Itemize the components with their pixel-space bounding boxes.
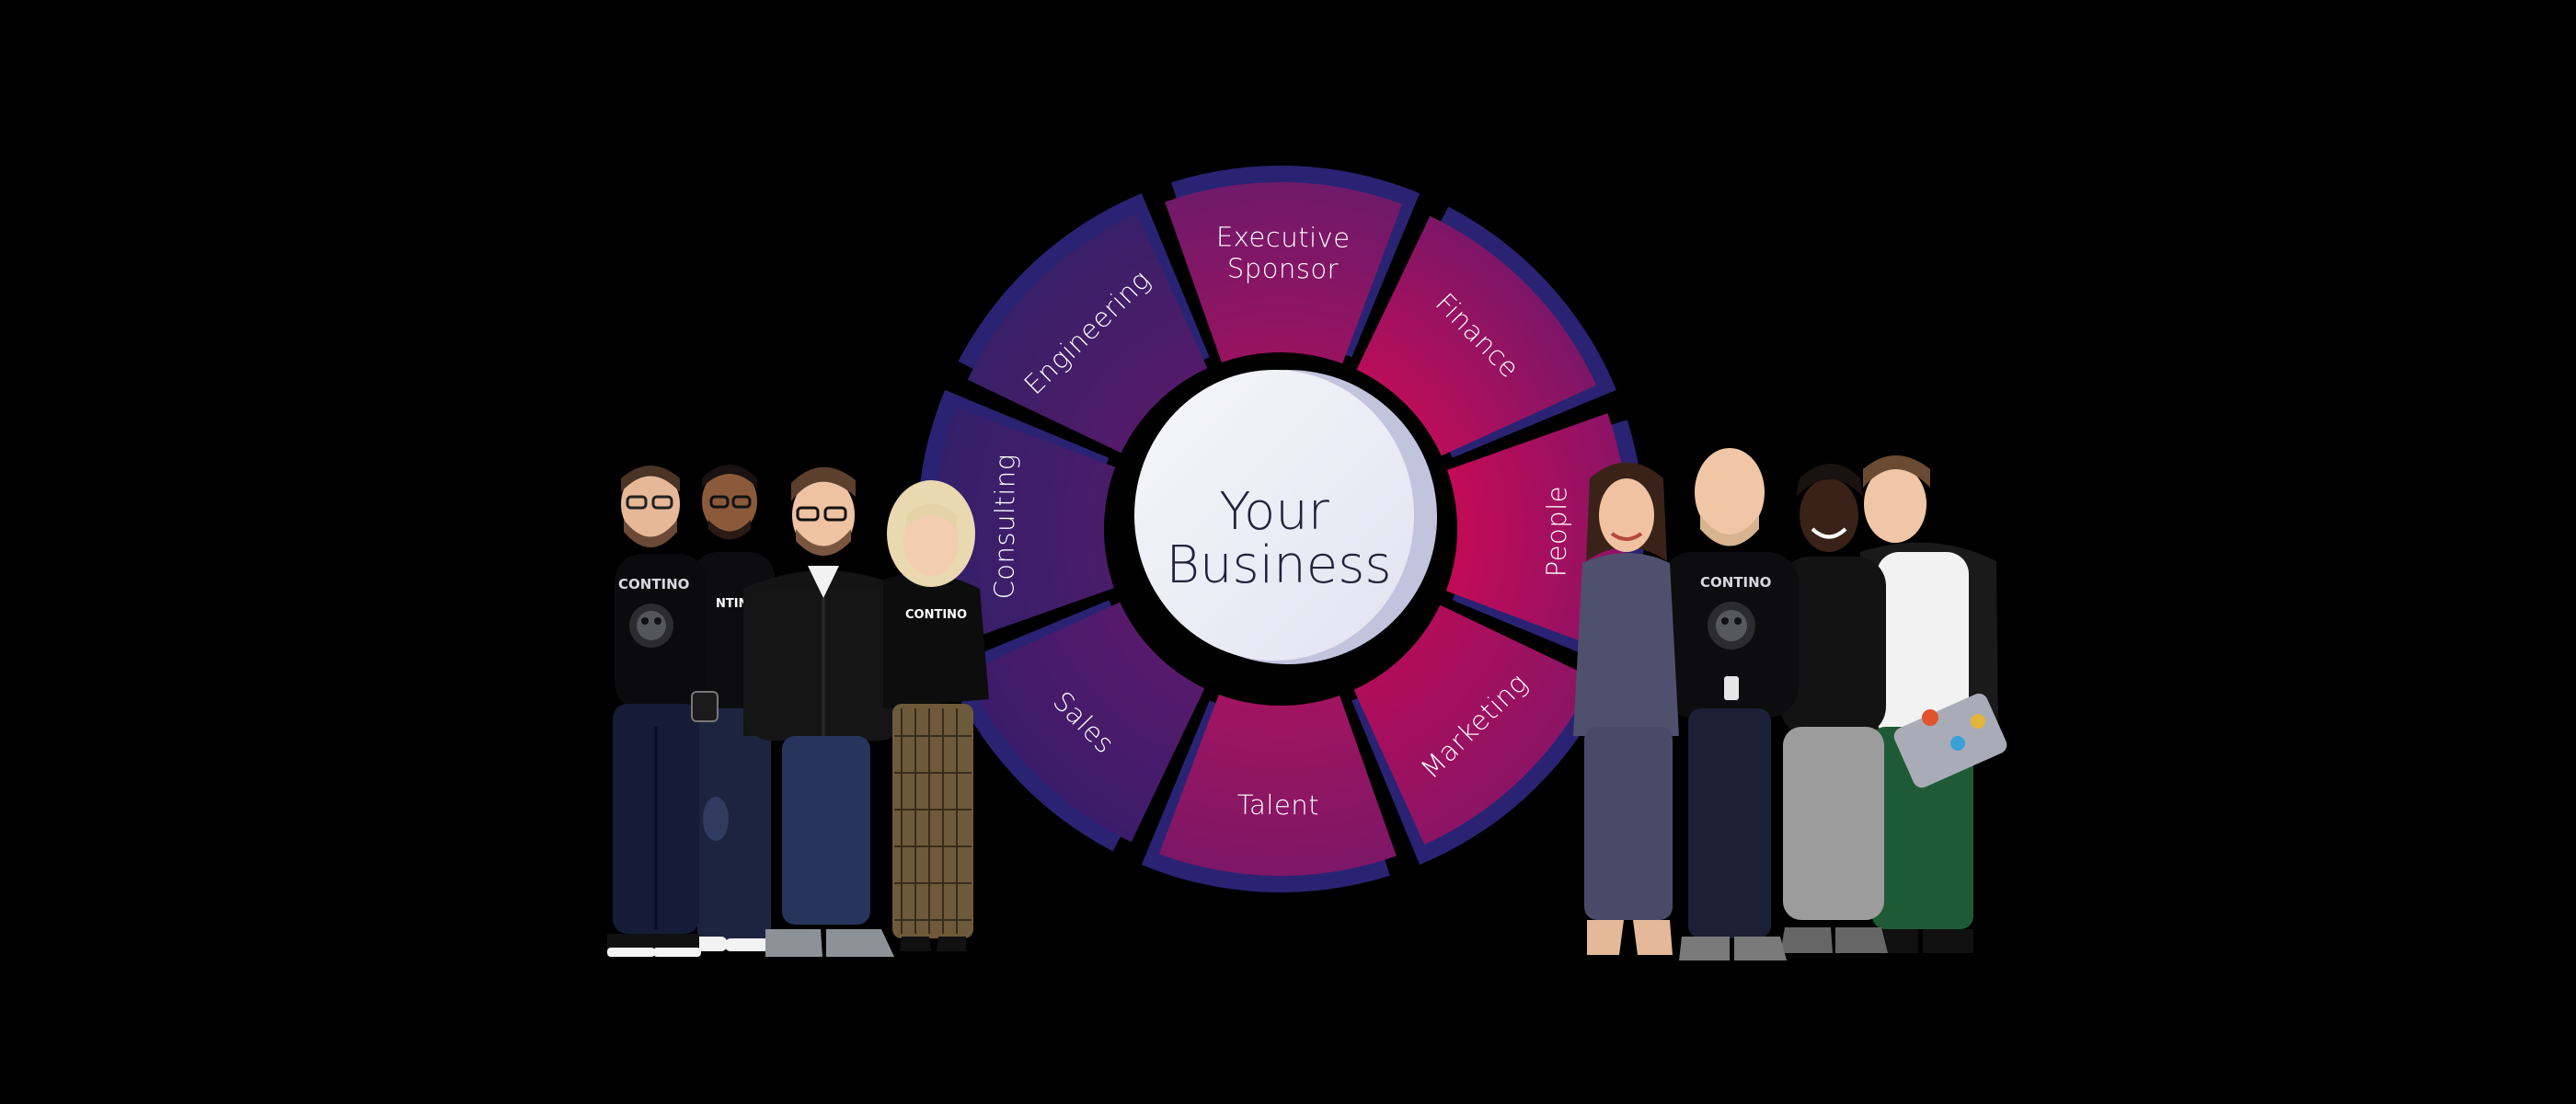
segment-engineering: Engineering xyxy=(958,193,1210,454)
hub-label-line2: Business xyxy=(1166,535,1391,595)
segment-label-talent-line-1: Talent xyxy=(1237,789,1320,822)
segment-talent: Talent xyxy=(1141,694,1397,892)
left-team-group: NTIN CONTINO xyxy=(607,465,989,957)
business-hub: Your Business xyxy=(1134,370,1437,664)
person-right-4 xyxy=(1860,455,2007,953)
segment-finance-face xyxy=(1356,215,1597,456)
segment-label-talent: Talent xyxy=(1237,789,1320,822)
segment-executive-sponsor-face xyxy=(1165,181,1403,364)
person-left-4: CONTINO xyxy=(883,480,989,951)
segment-label-consulting: Consulting xyxy=(988,454,1020,599)
person-right-2: CONTINO xyxy=(1661,448,1799,960)
segment-engineering-face xyxy=(967,213,1208,454)
person-right-1 xyxy=(1573,462,1679,955)
segment-marketing-face xyxy=(1353,604,1594,845)
segment-consulting-face xyxy=(934,407,1116,645)
segment-label-consulting-line-1: Consulting xyxy=(988,454,1020,599)
segment-finance: Finance xyxy=(1356,206,1616,458)
person-right-3 xyxy=(1780,464,1888,953)
shirt-text-left-1: CONTINO xyxy=(618,576,689,592)
person-left-2: NTIN xyxy=(662,465,776,951)
segment-sales-face xyxy=(964,602,1205,843)
hub-face xyxy=(1134,370,1414,661)
segment-label-executive-sponsor-line-1: Executive xyxy=(1216,221,1351,253)
person-left-3 xyxy=(743,466,906,957)
segment-label-executive-sponsor-line-2: Sponsor xyxy=(1227,252,1340,284)
segment-marketing: Marketing xyxy=(1351,604,1604,865)
person-left-1: CONTINO xyxy=(607,466,719,957)
segment-label-people: People xyxy=(1541,486,1573,578)
shirt-text-left-2: NTIN xyxy=(716,597,748,611)
segment-consulting: Consulting xyxy=(917,389,1116,645)
segment-label-people-line-1: People xyxy=(1541,486,1573,578)
hub-label-line1: Your xyxy=(1219,482,1329,542)
shirt-text-right-2: CONTINO xyxy=(1700,574,1771,591)
segment-sales: Sales xyxy=(945,600,1205,852)
shirt-text-left-4: CONTINO xyxy=(905,608,967,622)
right-team-group: CONTINO xyxy=(1573,448,2007,960)
segment-talent-face xyxy=(1158,694,1397,876)
